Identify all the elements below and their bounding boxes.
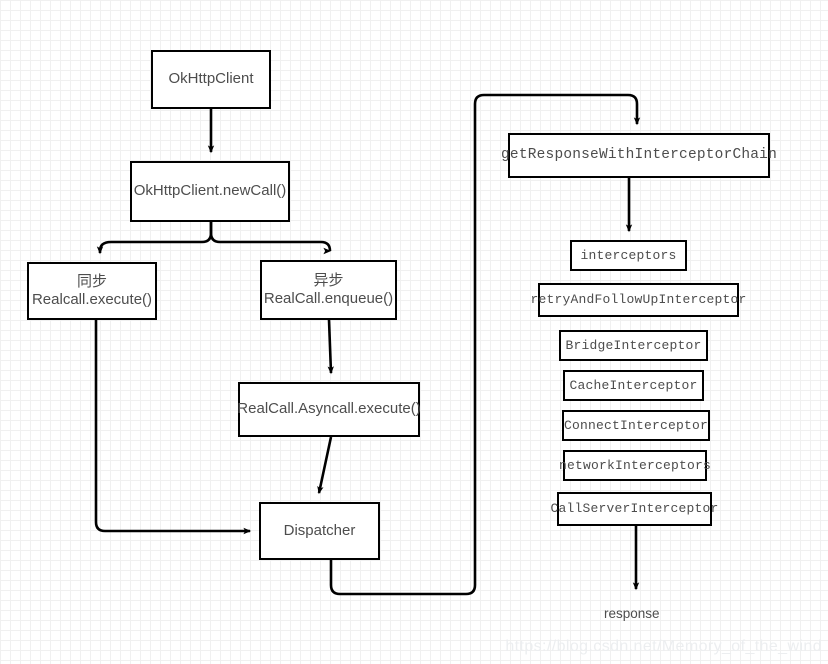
node-call-server-interceptor[interactable]: CallServerInterceptor: [550, 492, 718, 526]
node-label: networkInterceptors: [558, 457, 712, 473]
node-label: getResponseWithInterceptorChain: [501, 146, 777, 163]
node-label: CacheInterceptor: [569, 377, 698, 393]
node-label: OkHttpClient.newCall(): [133, 182, 287, 200]
node-interceptors[interactable]: interceptors: [570, 240, 687, 271]
node-bridge-interceptor[interactable]: BridgeInterceptor: [559, 330, 708, 361]
watermark: https://blog.csdn.net/Memory_of_the_wind: [505, 638, 822, 655]
node-label: retryAndFollowUpInterceptor: [530, 292, 747, 308]
node-label: CallServerInterceptor: [550, 501, 719, 517]
node-label: OkHttpClient: [168, 70, 254, 88]
node-label: interceptors: [580, 247, 677, 263]
node-async-realcall-enqueue[interactable]: 异步 RealCall.enqueue(): [260, 260, 397, 320]
node-sync-realcall-execute[interactable]: 同步 Realcall.execute(): [27, 262, 157, 320]
node-get-response-with-interceptor-chain[interactable]: getResponseWithInterceptorChain: [501, 133, 777, 178]
node-realcall-asyncall-execute[interactable]: RealCall.Asyncall.execute(): [237, 382, 421, 437]
edge-newcall-to-sync: [96, 222, 213, 255]
edge-asyncall-to-dispatcher: [317, 436, 333, 495]
edge-sync-to-dispatcher: [94, 320, 252, 535]
node-connect-interceptor[interactable]: ConnectInterceptor: [562, 410, 710, 441]
node-retry-and-follow-up-interceptor[interactable]: retryAndFollowUpInterceptor: [530, 283, 746, 317]
node-label: Dispatcher: [283, 521, 356, 539]
edge-async-to-asyncall: [327, 319, 334, 375]
node-network-interceptors[interactable]: networkInterceptors: [559, 450, 711, 481]
node-label: ConnectInterceptor: [563, 417, 709, 433]
label-response: response: [604, 606, 660, 621]
node-label: BridgeInterceptor: [565, 337, 702, 353]
edge-newcall-to-async: [209, 222, 334, 253]
node-label: 异步 RealCall.enqueue(): [263, 271, 394, 307]
node-label: RealCall.Asyncall.execute(): [237, 400, 421, 418]
node-cache-interceptor[interactable]: CacheInterceptor: [563, 370, 704, 401]
node-okhttpclient[interactable]: OkHttpClient: [151, 50, 271, 109]
node-okhttpclient-newcall[interactable]: OkHttpClient.newCall(): [130, 161, 290, 222]
node-label: 同步 Realcall.execute(): [31, 272, 153, 308]
node-dispatcher[interactable]: Dispatcher: [259, 502, 380, 560]
